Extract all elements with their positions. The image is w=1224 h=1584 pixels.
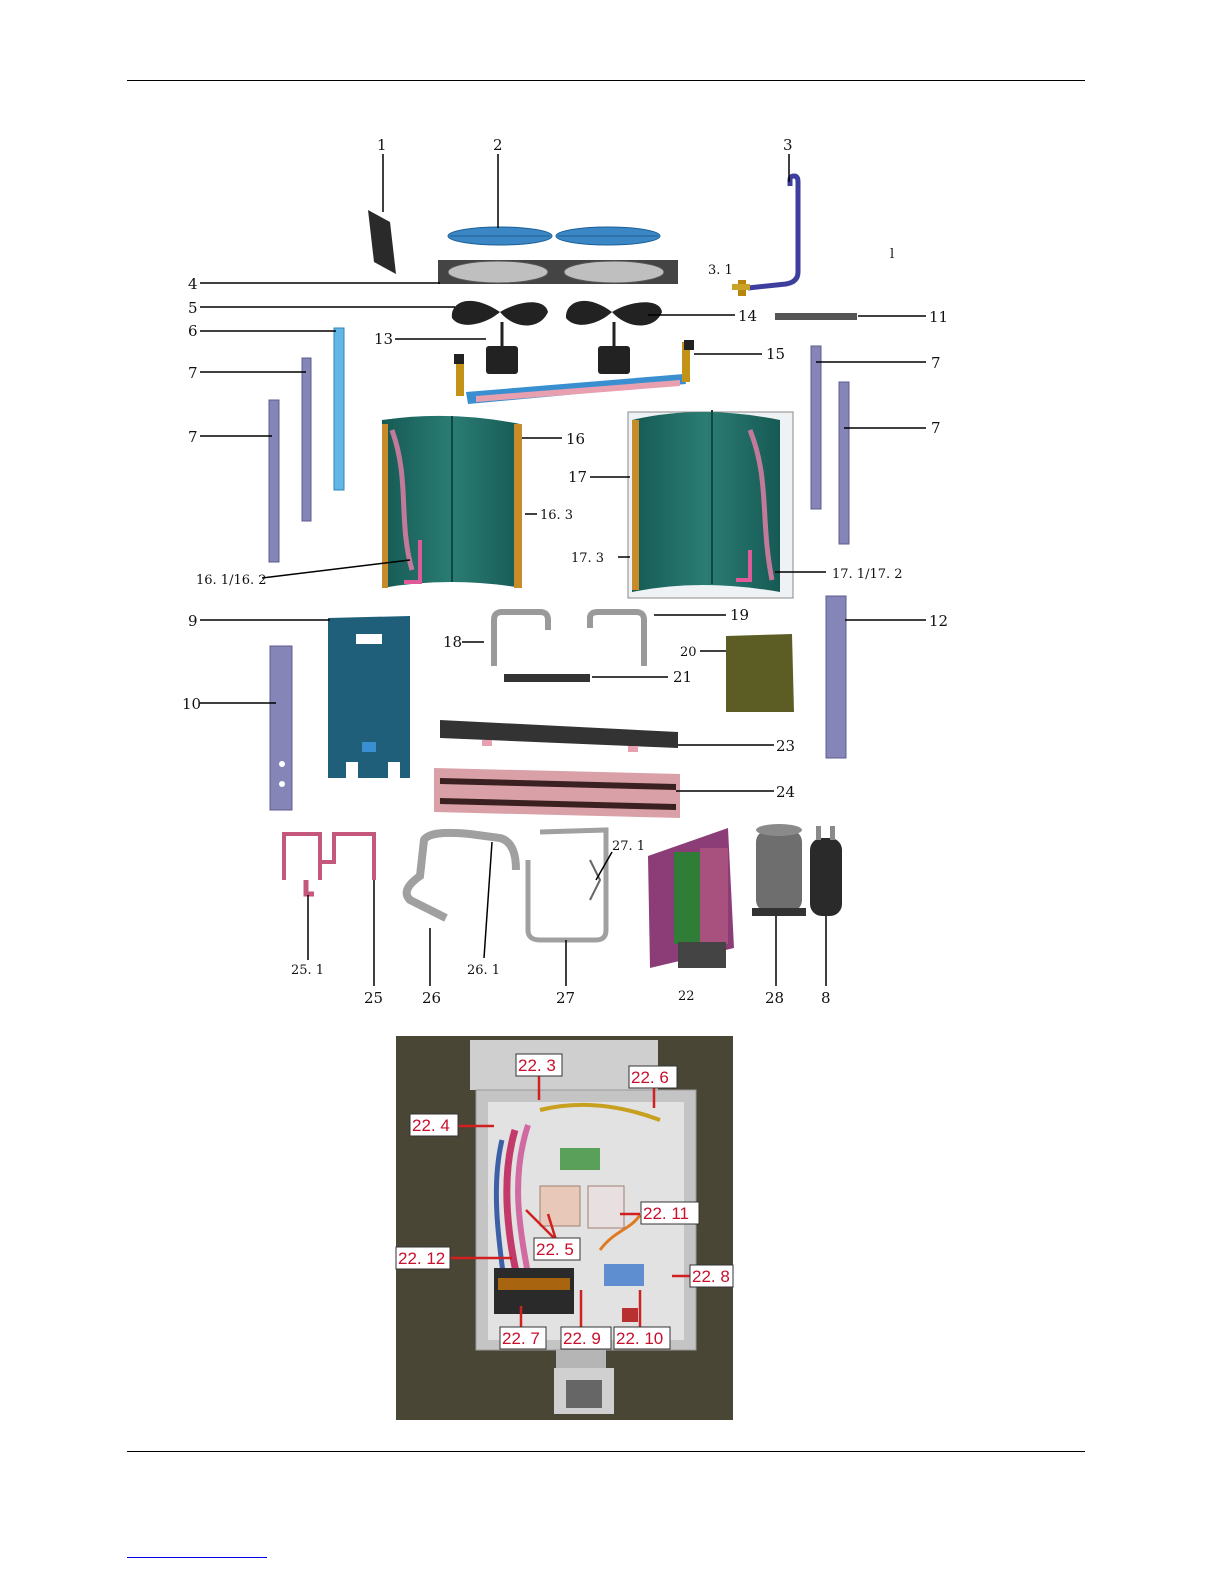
part-3-refrigerant-pipe [732, 176, 798, 296]
label-part-21: 21 [673, 668, 692, 686]
label-part-12: 12 [929, 612, 948, 630]
label-part-15: 15 [766, 345, 785, 363]
label-part-22: 22 [678, 989, 695, 1004]
label-part-25-1: 25. 1 [291, 963, 324, 978]
part-17-condenser-coil [628, 410, 793, 598]
label-part-7a: 7 [188, 364, 198, 382]
label-part-16-1-16-2: 16. 1/16. 2 [196, 573, 267, 588]
label-part-3: 3 [783, 136, 793, 154]
part-18-19-pipes [494, 612, 644, 666]
part-24-base-frame [434, 768, 680, 818]
label-part-28: 28 [765, 989, 784, 1007]
label-part-26: 26 [422, 989, 441, 1007]
label-part-18: 18 [443, 633, 462, 651]
part-2-fan-grilles [448, 227, 660, 245]
tag-22-6: 22. 6 [631, 1068, 669, 1087]
tag-22-11: 22. 11 [643, 1204, 689, 1223]
part-6-post [334, 328, 344, 490]
part-9-side-panel [328, 616, 410, 778]
label-part-26-1: 26. 1 [467, 963, 500, 978]
label-part-17-1-17-2: 17. 1/17. 2 [832, 567, 903, 582]
label-part-2: 2 [493, 136, 503, 154]
label-part-27-1: 27. 1 [612, 839, 645, 854]
label-part-3-1: 3. 1 [708, 263, 733, 278]
label-part-17: 17 [568, 468, 587, 486]
tag-22-4: 22. 4 [412, 1116, 450, 1135]
part-8-accumulator [810, 826, 842, 916]
label-part-27: 27 [556, 989, 575, 1007]
part-4-fan-housing [438, 260, 678, 284]
tag-22-7: 22. 7 [502, 1329, 540, 1348]
part-5-fan-blades [452, 301, 662, 326]
label-part-9: 9 [188, 612, 198, 630]
part-21-bracket [504, 674, 590, 682]
label-part-7c: 7 [931, 354, 941, 372]
label-part-17-3: 17. 3 [571, 551, 604, 566]
tag-22-12: 22. 12 [398, 1249, 445, 1268]
label-part-8: 8 [821, 989, 831, 1007]
part-1-cover-plate [368, 210, 396, 274]
part-23-crossbar [440, 720, 678, 752]
part-13-fan-motors [486, 322, 630, 374]
label-part-10: 10 [182, 695, 201, 713]
tag-22-8: 22. 8 [692, 1267, 730, 1286]
label-part-23: 23 [776, 737, 795, 755]
label-part-11: 11 [929, 308, 948, 326]
label-part-7b: 7 [188, 428, 198, 446]
label-part-16-3: 16. 3 [540, 508, 573, 523]
part-12-post [826, 596, 846, 758]
label-part-20: 20 [680, 645, 697, 660]
part-20-plate [726, 634, 794, 712]
part-28-compressor [752, 824, 806, 916]
tag-22-10: 22. 10 [616, 1329, 663, 1348]
label-part-1: 1 [377, 136, 387, 154]
part-16-condenser-coil [382, 416, 522, 588]
label-part-16: 16 [566, 430, 585, 448]
label-part-l: l [890, 247, 894, 262]
part-25-pipe [284, 834, 374, 894]
label-part-24: 24 [776, 783, 795, 801]
label-part-7d: 7 [931, 419, 941, 437]
tag-22-5: 22. 5 [536, 1240, 574, 1259]
label-part-5: 5 [188, 299, 198, 317]
part-27-pipe [528, 830, 606, 940]
part-22-electric-box [648, 828, 734, 968]
part-26-pipe [407, 833, 516, 918]
label-part-6: 6 [188, 322, 198, 340]
tag-22-9: 22. 9 [563, 1329, 601, 1348]
label-part-13: 13 [374, 330, 393, 348]
label-part-14: 14 [738, 307, 757, 325]
label-part-4: 4 [188, 275, 198, 293]
tag-22-3: 22. 3 [518, 1056, 556, 1075]
part-10-post [270, 646, 292, 810]
label-part-25: 25 [364, 989, 383, 1007]
part-11-rail [775, 313, 857, 320]
label-part-19: 19 [730, 606, 749, 624]
electric-box-photo [396, 1036, 733, 1420]
